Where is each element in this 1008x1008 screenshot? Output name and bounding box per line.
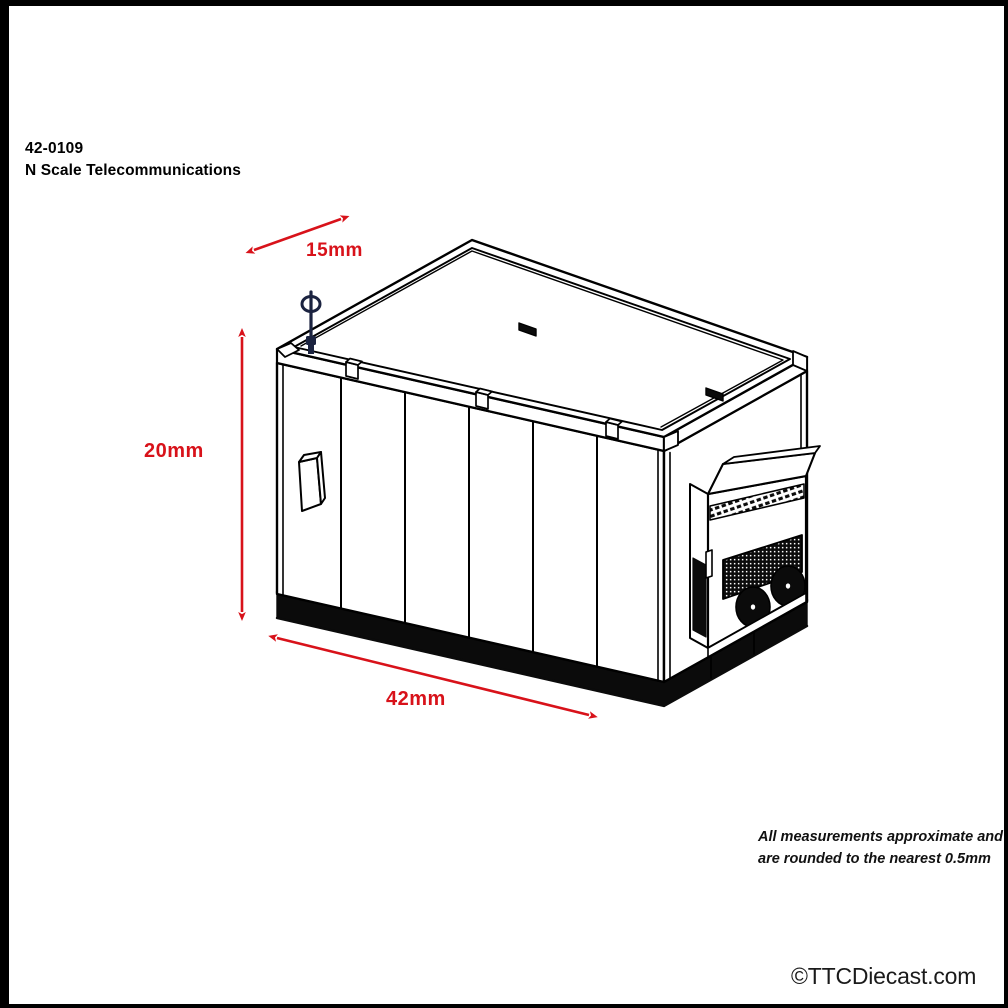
footnote-line-1: All measurements approximate and <box>758 829 1003 845</box>
hvac-lid <box>722 445 821 465</box>
isometric-model-drawing <box>238 215 821 719</box>
dimension-arrows <box>238 215 598 719</box>
end-wall-seams <box>710 631 755 679</box>
hvac-mount-rail <box>707 592 807 658</box>
page-border-bottom <box>0 1004 1008 1008</box>
wall-box <box>298 451 326 512</box>
dimension-arrow-depth <box>245 215 350 254</box>
wall-panel-seams <box>340 376 598 668</box>
product-code: 42-0109 <box>25 140 84 157</box>
page-border-left <box>0 0 9 1008</box>
dimension-label-height: 20mm <box>144 440 204 462</box>
hvac-latch <box>705 549 713 579</box>
artboard: 42-0109 N Scale Telecommunications <box>9 6 1004 1004</box>
roof-rim-inner <box>293 247 791 431</box>
dimension-label-depth: 15mm <box>306 240 363 261</box>
footnote-line-2: are rounded to the nearest 0.5mm <box>758 851 991 868</box>
corner-posts <box>282 363 802 682</box>
dimension-label-length: 42mm <box>386 688 446 710</box>
roof-corner-caps <box>276 342 808 452</box>
hvac-unit <box>689 445 821 658</box>
dimension-arrow-length <box>268 634 598 719</box>
antenna-loop <box>300 295 322 313</box>
hvac-fans <box>735 565 806 628</box>
roof-clips <box>345 357 623 440</box>
roof-clips-top <box>518 322 724 402</box>
hvac-louvre-band <box>709 483 805 521</box>
page-border-right <box>1004 0 1008 1008</box>
hvac-mesh-grille <box>722 534 803 600</box>
product-name: N Scale Telecommunications <box>25 162 241 180</box>
measurement-footnote: All measurements approximate and are rou… <box>758 826 1003 871</box>
model-geometry <box>275 238 821 708</box>
page-border-top <box>0 0 1008 6</box>
title-block: 42-0109 N Scale Telecommunications <box>25 139 241 181</box>
copyright-watermark: ©TTCDiecast.com <box>791 963 977 989</box>
antenna-base <box>306 336 316 354</box>
